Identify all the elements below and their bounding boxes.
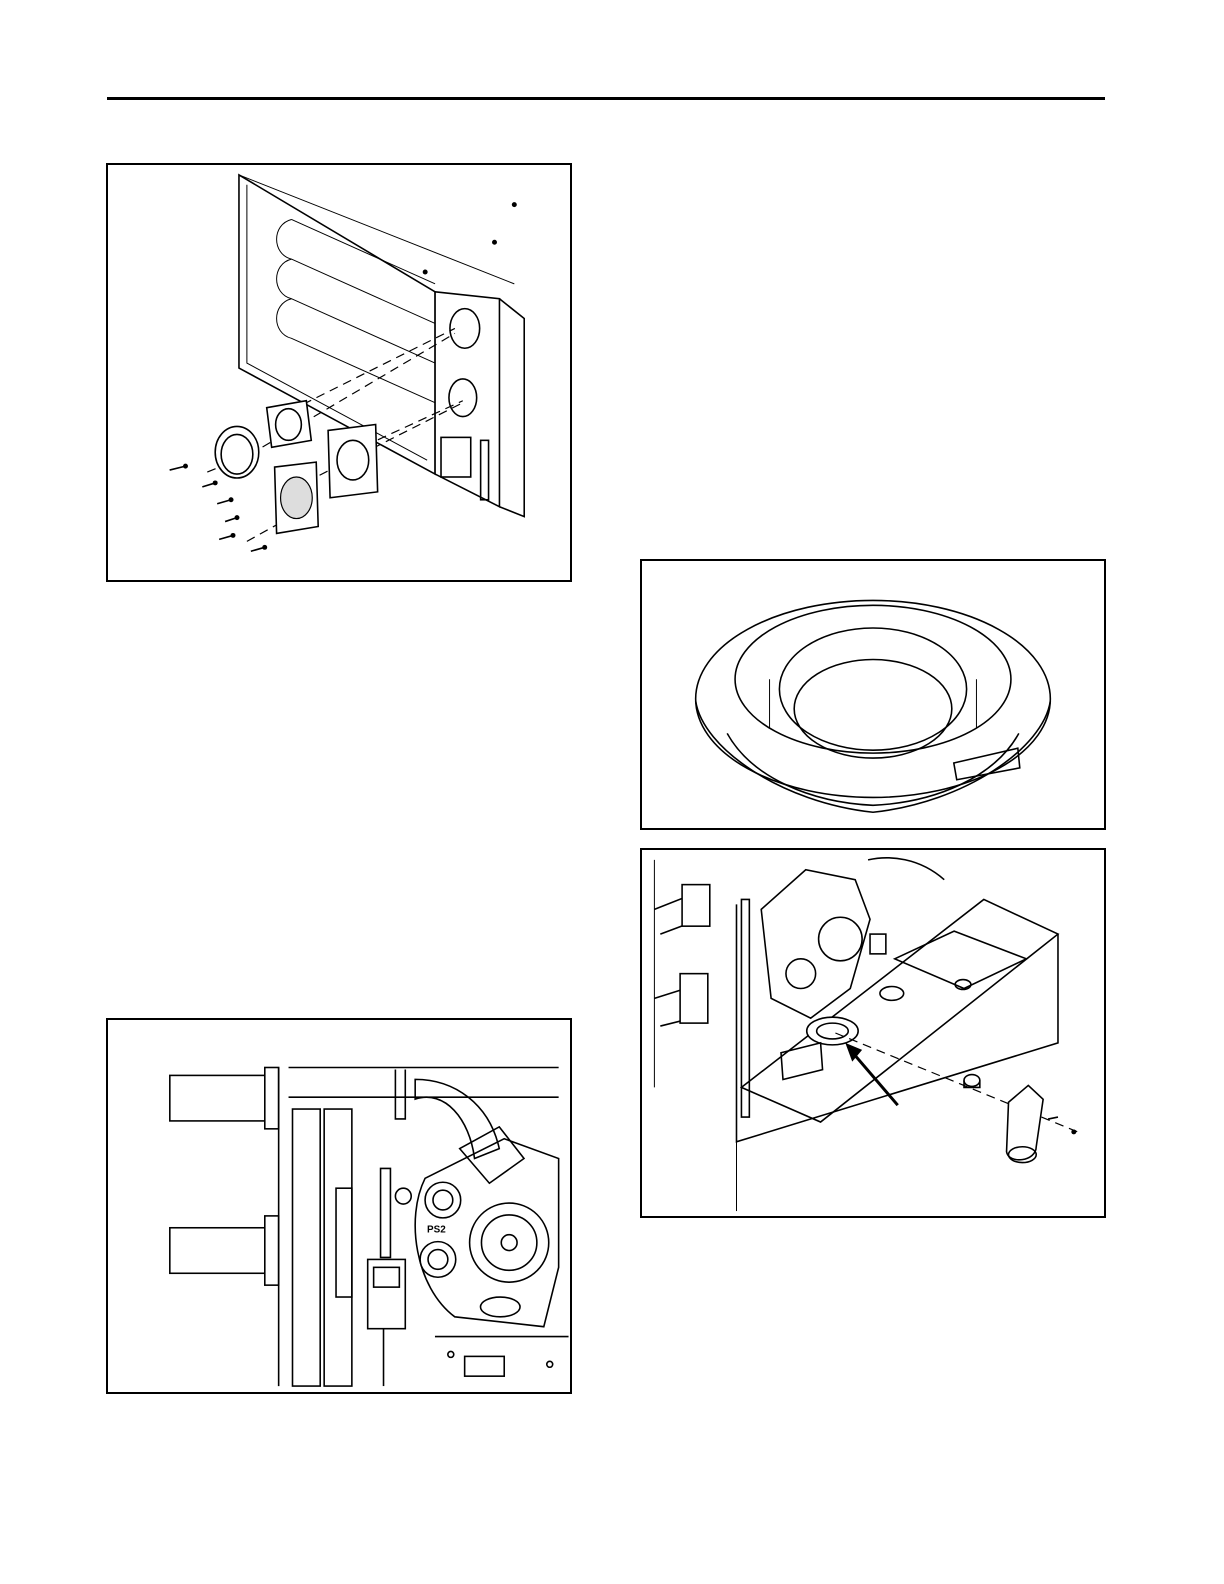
top-bracket <box>395 1069 405 1118</box>
pressure-switch-ps2 <box>420 1242 456 1278</box>
screw-head <box>235 515 240 520</box>
grommet-bottom-rim <box>727 733 1019 805</box>
junction-box <box>870 934 886 954</box>
lower-vent-pipe <box>170 1228 267 1274</box>
blower-motor <box>819 917 863 961</box>
inducer-motor-face <box>481 1215 536 1270</box>
vent-collar-ring <box>221 434 253 474</box>
upper-vent-pipe <box>170 1075 267 1121</box>
figure-cabinet-bottom-drain <box>640 848 1106 1218</box>
screw-head <box>262 545 267 550</box>
burner-rack <box>336 1188 352 1297</box>
upper-vent-collar <box>265 1067 279 1128</box>
heat-exchanger-left <box>293 1109 321 1386</box>
grommet-opening-bottom <box>794 660 952 759</box>
inducer-blower-housing <box>761 870 870 1018</box>
lower-panel-screw <box>547 1361 553 1367</box>
installed-grommet <box>807 1017 858 1045</box>
igniter-fitting <box>395 1188 411 1204</box>
callout-arrow-shaft <box>850 1050 897 1105</box>
heat-tube-top <box>291 219 435 283</box>
upper-vent-flange <box>682 885 710 927</box>
screw-dot <box>423 269 428 274</box>
pressure-switch <box>786 959 816 989</box>
grommet-flange-side <box>696 701 1051 812</box>
control-module <box>781 1043 823 1080</box>
screw-head <box>229 497 234 502</box>
lower-panel-screw <box>448 1351 454 1357</box>
inducer-motor-hub <box>501 1235 517 1251</box>
vent-panel <box>435 292 499 507</box>
figure-grommet-ring <box>640 559 1106 830</box>
lower-vent-collar <box>265 1216 279 1285</box>
vent-panel-side <box>499 299 524 517</box>
screw-dot <box>512 202 517 207</box>
heat-exchanger-right <box>324 1109 352 1386</box>
heat-tube-1 <box>277 219 435 323</box>
lower-vent-flange <box>680 974 708 1023</box>
heat-tube-2 <box>277 259 435 363</box>
screw-dot <box>492 240 497 245</box>
figure-exploded-vent-assembly <box>106 163 572 582</box>
cabinet-bottom-drawing <box>642 850 1104 1216</box>
screw-head <box>231 533 236 538</box>
trap-screw-head <box>1071 1129 1076 1134</box>
drain-fitting <box>964 1075 980 1087</box>
gas-supply-pipe <box>381 1168 391 1257</box>
pressure-switch-ps1 <box>425 1182 461 1218</box>
header-rule <box>107 97 1105 100</box>
trap-screw <box>1048 1117 1058 1119</box>
exploded-vent-drawing <box>108 165 570 580</box>
flue-pipe <box>868 858 944 880</box>
unit-internal-drawing: PS2 <box>108 1020 570 1392</box>
inducer-outlet <box>480 1297 520 1317</box>
lower-gasket-plate <box>328 424 378 497</box>
ps2-label: PS2 <box>427 1225 446 1236</box>
cabinet-floor <box>741 899 1058 1122</box>
screw-head <box>183 464 188 469</box>
lower-panel-slot <box>465 1356 505 1376</box>
screen-mesh <box>281 477 313 519</box>
figure-unit-internal-components: PS2 <box>106 1018 572 1394</box>
grommet-drawing <box>642 561 1104 828</box>
grommet-opening-top <box>779 628 966 750</box>
screw-head <box>213 480 218 485</box>
floor-hole <box>880 987 904 1001</box>
